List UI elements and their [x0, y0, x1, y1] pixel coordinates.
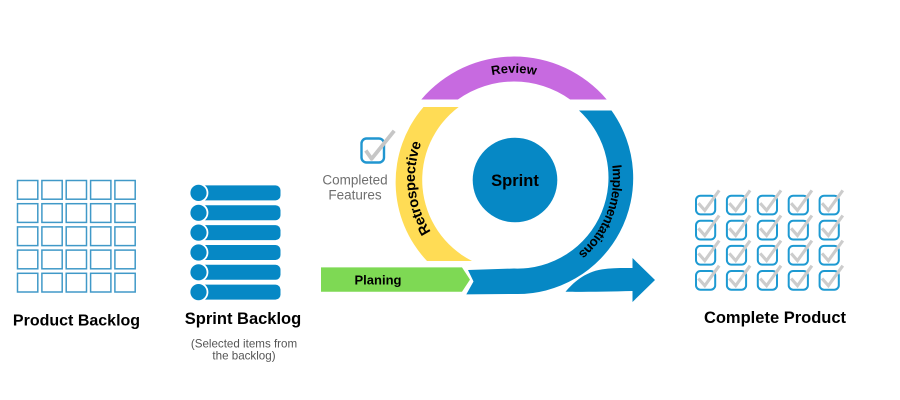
svg-text:i: i	[405, 156, 421, 163]
svg-text:(Selected items from: (Selected items from	[191, 338, 297, 351]
svg-text:Features: Features	[328, 188, 382, 203]
svg-text:the backlog): the backlog)	[212, 350, 275, 363]
svg-text:i: i	[515, 61, 519, 76]
svg-text:Completed: Completed	[322, 172, 387, 187]
svg-text:I: I	[609, 164, 624, 169]
svg-text:Complete Product: Complete Product	[704, 309, 847, 327]
svg-text:v: v	[508, 61, 516, 76]
svg-text:e: e	[403, 174, 419, 182]
svg-text:R: R	[490, 62, 502, 78]
svg-text:p: p	[403, 181, 420, 191]
svg-text:m: m	[610, 168, 625, 180]
svg-text:c: c	[403, 165, 420, 174]
svg-text:t: t	[404, 160, 421, 167]
svg-text:t: t	[410, 210, 427, 220]
svg-text:l: l	[609, 187, 624, 192]
svg-text:i: i	[591, 233, 605, 245]
svg-text:t: t	[598, 220, 614, 231]
svg-text:Sprint Backlog: Sprint Backlog	[185, 310, 301, 328]
svg-text:e: e	[519, 61, 527, 77]
svg-text:Product Backlog: Product Backlog	[13, 313, 140, 330]
svg-text:Planing: Planing	[355, 273, 402, 288]
svg-text:e: e	[608, 190, 624, 200]
svg-text:w: w	[525, 61, 539, 78]
svg-text:p: p	[610, 179, 625, 188]
svg-text:s: s	[404, 190, 421, 201]
svg-text:r: r	[408, 205, 425, 216]
svg-text:e: e	[500, 61, 508, 77]
svg-text:m: m	[605, 196, 622, 211]
svg-text:o: o	[405, 197, 423, 210]
svg-text:Sprint: Sprint	[491, 172, 539, 190]
